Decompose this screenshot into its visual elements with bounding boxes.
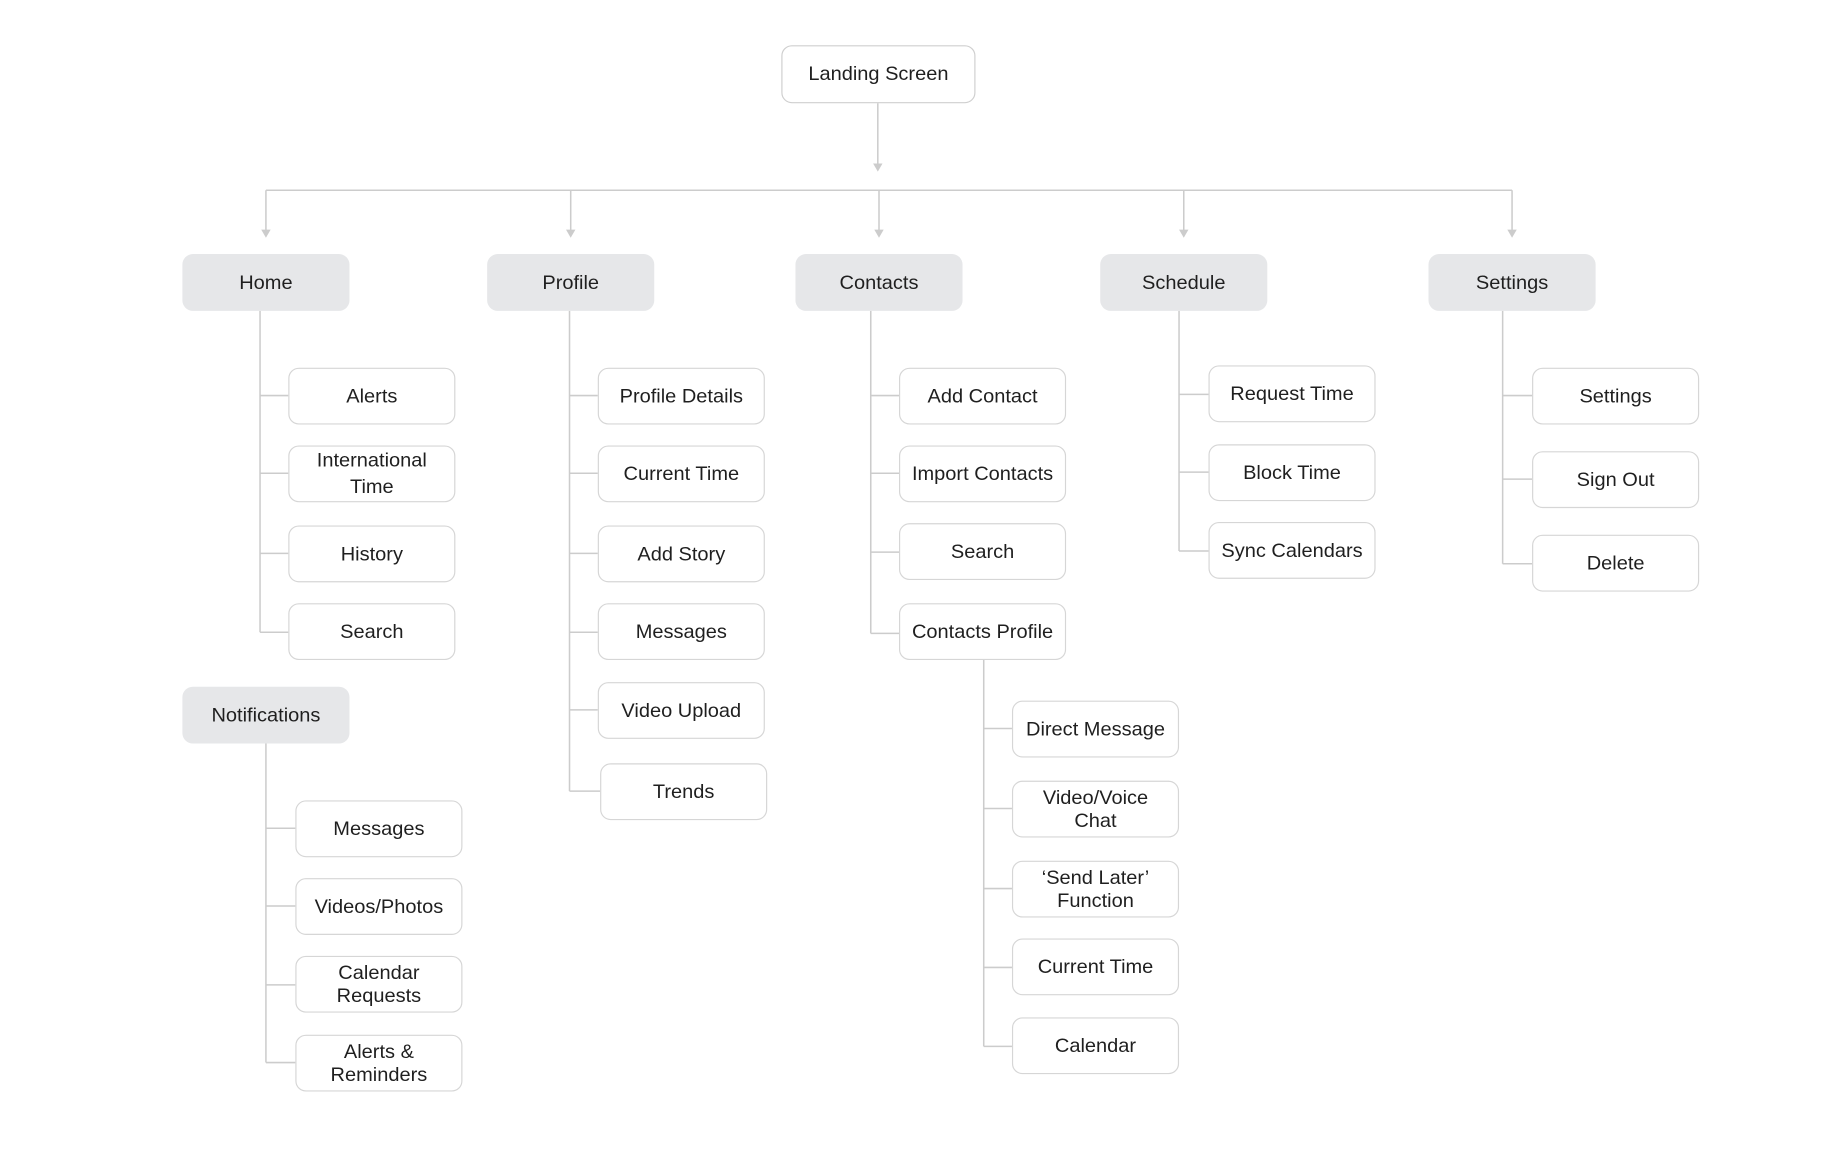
home-item-alerts: Alerts — [288, 367, 456, 425]
settings-category: Settings — [1428, 254, 1596, 311]
notifications-category: Notifications — [182, 686, 350, 744]
contacts-profile-item-direct-message: Direct Message — [1011, 700, 1180, 758]
profile-item-profile-details: Profile Details — [597, 367, 765, 425]
notifications-item-messages: Messages — [295, 800, 463, 858]
schedule-item-request-time: Request Time — [1208, 365, 1376, 423]
schedule-item-block-time: Block Time — [1208, 444, 1376, 502]
profile-category: Profile — [487, 254, 655, 311]
schedule-category: Schedule — [1100, 254, 1268, 311]
contacts-item-add-contact: Add Contact — [898, 367, 1067, 425]
home-item-search: Search — [288, 603, 456, 661]
contacts-profile-item-send-later-function: ‘Send Later’ Function — [1011, 860, 1180, 918]
settings-item-settings: Settings — [1532, 367, 1700, 425]
contacts-profile-item-current-time: Current Time — [1011, 938, 1180, 996]
profile-item-video-upload: Video Upload — [597, 682, 765, 739]
profile-item-trends: Trends — [600, 763, 768, 821]
schedule-item-sync-calendars: Sync Calendars — [1208, 522, 1376, 579]
notifications-item-videos-photos: Videos/Photos — [295, 878, 463, 935]
profile-item-add-story: Add Story — [597, 525, 765, 583]
notifications-item-calendar-requests: Calendar Requests — [295, 955, 463, 1013]
contacts-profile-item-calendar: Calendar — [1011, 1017, 1180, 1075]
home-item-history: History — [288, 525, 456, 583]
settings-item-sign-out: Sign Out — [1532, 451, 1700, 509]
landing-screen-node: Landing Screen — [781, 45, 976, 104]
contacts-item-search: Search — [898, 523, 1067, 580]
home-item-international-time: International Time — [288, 445, 456, 503]
profile-item-messages: Messages — [597, 603, 765, 661]
profile-item-current-time: Current Time — [597, 445, 765, 503]
home-category: Home — [182, 254, 350, 311]
contacts-profile-item-video-voice-chat: Video/Voice Chat — [1011, 780, 1180, 838]
notifications-item-alerts-reminders: Alerts & Reminders — [295, 1034, 463, 1092]
contacts-category: Contacts — [795, 254, 963, 311]
contacts-item-contacts-profile: Contacts Profile — [898, 603, 1067, 661]
settings-item-delete: Delete — [1532, 534, 1700, 592]
contacts-item-import-contacts: Import Contacts — [898, 445, 1067, 503]
